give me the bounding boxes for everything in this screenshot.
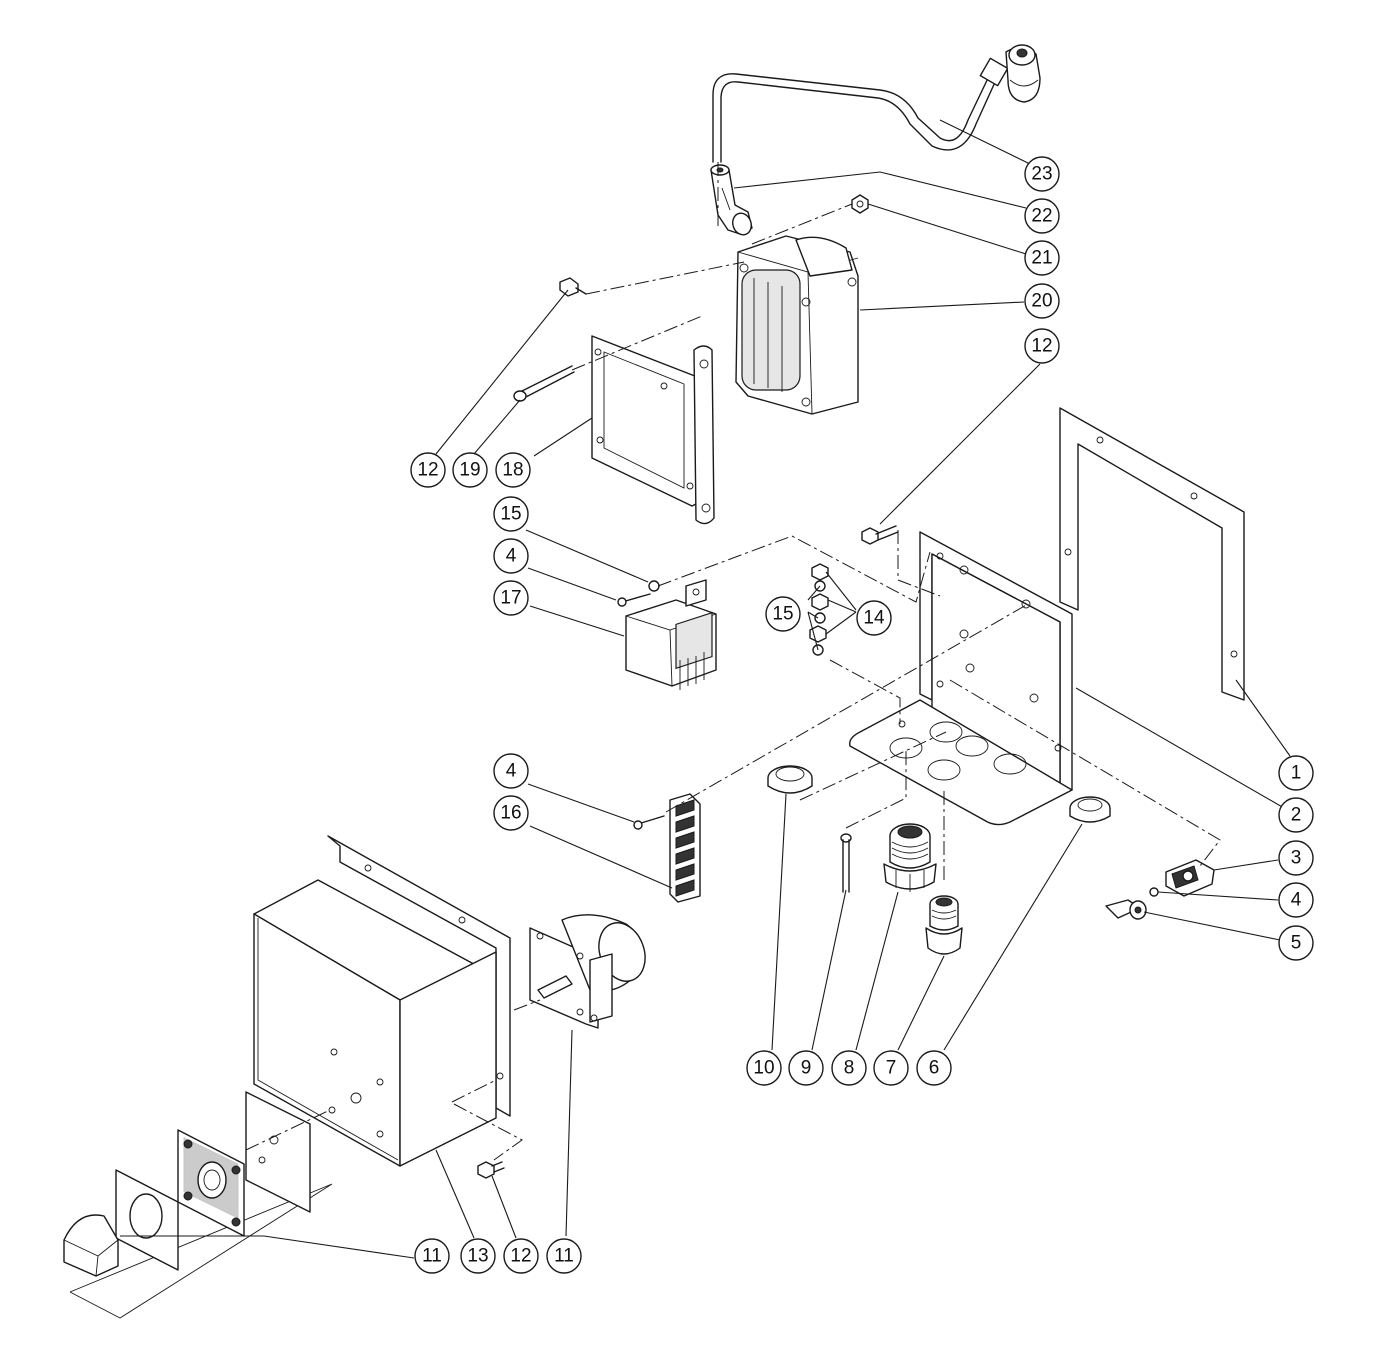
callout-12: 12: [503, 1238, 539, 1274]
part-8-cable-gland: [883, 823, 937, 892]
svg-text:22: 22: [1031, 206, 1052, 227]
callout-19: 19: [452, 452, 488, 488]
callout-11: 11: [414, 1238, 450, 1274]
svg-text:11: 11: [554, 1246, 574, 1267]
svg-text:23: 23: [1031, 164, 1052, 185]
part-15-washer: [648, 580, 660, 592]
svg-text:4: 4: [1291, 890, 1302, 911]
callout-16: 16: [493, 795, 529, 831]
part-17-control-transformer: [625, 579, 717, 690]
svg-text:10: 10: [753, 1058, 774, 1079]
part-12-screw-top: [559, 277, 587, 297]
part-22-boot-connector: [710, 164, 753, 236]
part-20-ignition-transformer: [735, 235, 859, 415]
svg-text:19: 19: [459, 460, 480, 481]
part-5-plug: [1105, 899, 1147, 920]
svg-text:21: 21: [1031, 248, 1052, 269]
svg-text:17: 17: [500, 588, 521, 609]
part-12-screw-bottom: [477, 1161, 505, 1179]
callout-4: 4: [493, 538, 529, 574]
callout-15: 15: [493, 496, 529, 532]
callout-15: 15: [765, 596, 801, 632]
callout-22: 22: [1024, 198, 1060, 234]
callout-2: 2: [1278, 797, 1314, 833]
part-4-screw-a: [617, 593, 651, 607]
svg-text:9: 9: [801, 1058, 812, 1079]
callout-7: 7: [873, 1050, 909, 1086]
part-9-screw: [840, 833, 852, 893]
svg-text:11: 11: [422, 1246, 442, 1267]
callout-12: 12: [410, 452, 446, 488]
part-3-switch-clip: [1165, 859, 1215, 897]
svg-text:13: 13: [467, 1246, 488, 1267]
callout-1: 1: [1278, 755, 1314, 791]
svg-text:4: 4: [506, 546, 517, 567]
part-11-switch-assembly: [529, 914, 646, 1029]
callout-12: 12: [1024, 328, 1060, 364]
svg-text:15: 15: [772, 604, 793, 625]
svg-text:5: 5: [1291, 933, 1302, 954]
leader-lines: [120, 119, 1291, 1259]
part-10-locknut: [767, 765, 813, 794]
svg-text:12: 12: [1031, 336, 1052, 357]
part-13-enclosure: [253, 835, 511, 1167]
part-16-terminal-strip: [669, 793, 701, 903]
callout-4: 4: [493, 753, 529, 789]
callout-18: 18: [495, 452, 531, 488]
part-6-locknut: [1069, 796, 1111, 823]
part-19-long-screw: [513, 365, 575, 402]
callout-13: 13: [460, 1238, 496, 1274]
part-7-cable-gland: [925, 895, 963, 955]
assembly-centerlines: [245, 162, 1221, 1161]
part-14-nuts: [809, 563, 829, 643]
svg-text:12: 12: [510, 1246, 531, 1267]
svg-text:12: 12: [417, 460, 438, 481]
part-12-screw-right: [861, 525, 899, 545]
svg-text:6: 6: [929, 1058, 940, 1079]
callout-9: 9: [788, 1050, 824, 1086]
svg-text:16: 16: [500, 803, 521, 824]
callout-3: 3: [1278, 840, 1314, 876]
callout-20: 20: [1024, 283, 1060, 319]
svg-text:18: 18: [502, 460, 523, 481]
svg-text:15: 15: [500, 504, 521, 525]
part-1-gasket: [1059, 407, 1245, 701]
callout-balloons: 23 22 21 20 12 12 19 18 15 4 17 15 14 1 …: [410, 156, 1314, 1274]
callout-17: 17: [493, 580, 529, 616]
part-2-mounting-plate: [849, 531, 1073, 826]
svg-text:8: 8: [844, 1058, 855, 1079]
callout-4: 4: [1278, 882, 1314, 918]
callout-8: 8: [831, 1050, 867, 1086]
callout-5: 5: [1278, 925, 1314, 961]
part-11-knob-assembly: [63, 1091, 333, 1319]
part-4-screw-c: [1149, 887, 1159, 897]
callout-21: 21: [1024, 240, 1060, 276]
part-4-screw-b: [633, 815, 665, 830]
svg-text:7: 7: [886, 1058, 897, 1079]
svg-text:1: 1: [1291, 763, 1302, 784]
svg-text:14: 14: [863, 608, 885, 629]
part-21-nut: [851, 194, 869, 214]
callout-11: 11: [546, 1238, 582, 1274]
callout-6: 6: [916, 1050, 952, 1086]
callout-14: 14: [856, 600, 892, 636]
svg-text:2: 2: [1291, 805, 1302, 826]
callout-10: 10: [746, 1050, 782, 1086]
svg-text:3: 3: [1291, 848, 1302, 869]
svg-text:20: 20: [1031, 291, 1052, 312]
part-23-ignition-cable: [712, 44, 1041, 163]
part-18-bracket: [591, 335, 715, 525]
svg-text:4: 4: [506, 761, 517, 782]
callout-23: 23: [1024, 156, 1060, 192]
